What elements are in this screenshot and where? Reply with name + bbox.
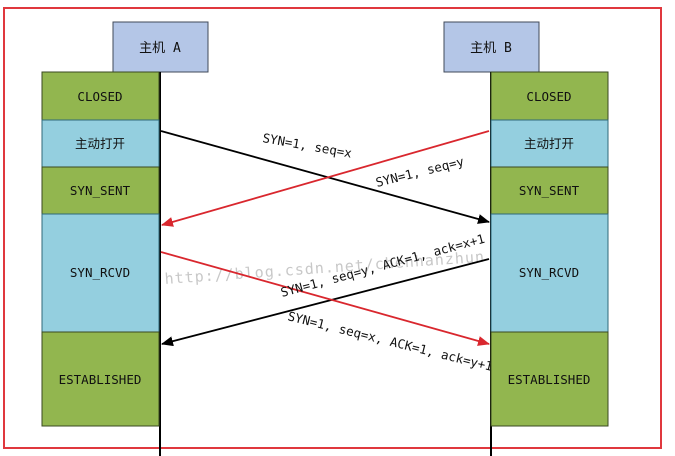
state-a-established: ESTABLISHED (59, 372, 142, 387)
arrow-b-to-a-synack (161, 258, 490, 347)
state-column-a: CLOSED 主动打开 SYN_SENT SYN_RCVD ESTABLISHE… (41, 71, 160, 427)
host-b-label: 主机 B (470, 41, 512, 56)
state-a-closed: CLOSED (77, 89, 122, 104)
state-b-closed: CLOSED (526, 89, 571, 104)
state-a-syn-sent: SYN_SENT (70, 183, 131, 198)
state-b-syn-rcvd: SYN_RCVD (519, 265, 579, 280)
arrow-a-to-b-syn (160, 130, 490, 224)
state-a-syn-rcvd: SYN_RCVD (70, 265, 130, 280)
state-a-active-open: 主动打开 (75, 136, 125, 151)
host-a-label: 主机 A (139, 41, 181, 56)
arrow-a-to-b-synack (160, 251, 490, 346)
host-b-box: 主机 B (443, 21, 540, 73)
state-b-active-open: 主动打开 (524, 136, 574, 151)
state-b-syn-sent: SYN_SENT (519, 183, 580, 198)
state-b-established: ESTABLISHED (508, 372, 591, 387)
msg-b-to-a-syn: SYN=1, seq=y (374, 153, 466, 190)
host-a-box: 主机 A (112, 21, 209, 73)
msg-a-to-b-syn: SYN=1, seq=x (261, 130, 353, 161)
state-column-b: CLOSED 主动打开 SYN_SENT SYN_RCVD ESTABLISHE… (490, 71, 609, 427)
outer-frame (3, 7, 662, 449)
msg-a-to-b-synack: SYN=1, seq=x, ACK=1, ack=y+1 (286, 308, 494, 374)
arrow-b-to-a-syn (161, 130, 490, 227)
